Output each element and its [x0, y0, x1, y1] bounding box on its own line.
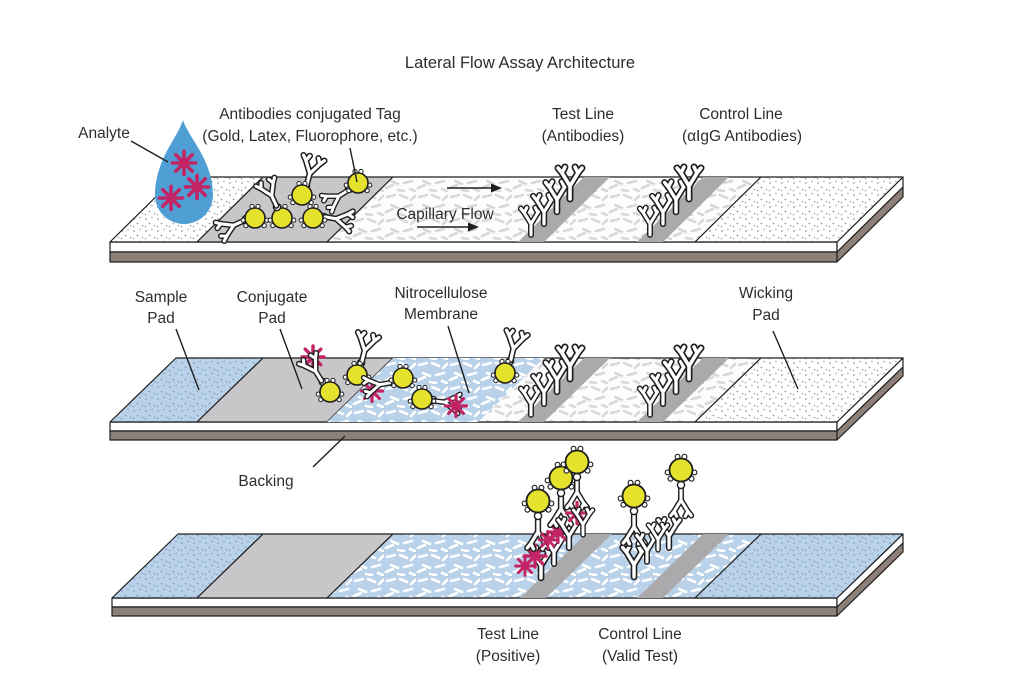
gold-particle-icon [663, 453, 699, 483]
bottom-strip: Test Line (Positive) Control Line (Valid… [111, 445, 904, 665]
control-line-label: Control Line [699, 106, 783, 123]
bottom-strip-wicking-pad [694, 533, 904, 599]
analyte-label: Analyte [78, 125, 130, 142]
capillary-flow-label: Capillary Flow [396, 206, 494, 223]
top-strip: Capillary Flow Analyte Antibodies conjug… [78, 106, 904, 263]
backing-label: Backing [238, 473, 293, 490]
bottom-strip-front-face [111, 597, 838, 608]
diagram-title: Lateral Flow Assay Architecture [405, 54, 635, 72]
top-strip-test-line-band [518, 177, 610, 242]
conjugate-pad-label: Pad [258, 310, 286, 327]
control-line-label: (αIgG Antibodies) [682, 128, 802, 145]
backing-leader-line [312, 435, 346, 468]
middle-strip: Sample Pad Conjugate Pad Nitrocellulose … [109, 285, 904, 490]
analyte-icon [537, 529, 559, 551]
control-line-valid-label: (Valid Test) [602, 648, 678, 665]
conjugate-tag-leader-line [349, 147, 358, 183]
analyte-icon [514, 555, 536, 577]
antibody-icon [500, 329, 528, 362]
bottom-strip-control-line-band [637, 534, 729, 598]
top-strip-front-face [109, 241, 838, 253]
top-strip-wicking-pad [694, 176, 904, 243]
test-line-positive-label: (Positive) [476, 648, 541, 665]
membrane-leader-line [447, 325, 470, 394]
sample-pad-leader-line [175, 328, 200, 391]
middle-strip-wicking-pad [694, 357, 904, 423]
wicking-pad-label: Pad [752, 307, 780, 324]
membrane-label: Nitrocellulose [394, 285, 487, 302]
middle-strip-front-face [109, 421, 838, 432]
bottom-strip-backing-side [836, 542, 904, 617]
middle-strip-wet-front [327, 358, 544, 422]
bottom-strip-backing-front [111, 606, 838, 617]
antibody-icon [671, 489, 691, 516]
conjugate-tag-label: (Gold, Latex, Fluorophore, etc.) [202, 128, 417, 145]
sample-pad-label: Pad [147, 310, 175, 327]
analyte-icon [183, 173, 211, 201]
wicking-pad-leader-line [772, 330, 799, 390]
analyte-leader-line [130, 140, 169, 163]
analyte-icon [170, 149, 198, 177]
conjugate-pad-label: Conjugate [237, 289, 308, 306]
middle-strip-control-line-band [637, 358, 729, 422]
gold-particle-icon [342, 168, 374, 195]
top-strip-backing-side [836, 186, 904, 263]
middle-strip-test-line-band [518, 358, 610, 422]
middle-strip-backing-side [836, 366, 904, 441]
test-line-label: Test Line [552, 106, 614, 123]
top-strip-backing-front [109, 251, 838, 263]
middle-strip-backing-front [109, 430, 838, 441]
bottom-strip-test-line-band [520, 534, 612, 598]
analyte-icon [443, 393, 469, 419]
gold-particle-icon [559, 445, 595, 475]
control-line-valid-label: Control Line [598, 626, 682, 643]
test-line-positive-label: Test Line [477, 626, 539, 643]
arrow-head-icon [468, 222, 479, 232]
test-line-label: (Antibodies) [542, 128, 625, 145]
sample-pad-label: Sample [135, 289, 188, 306]
top-strip-control-line-band [637, 177, 729, 242]
gold-particle-icon [616, 479, 652, 509]
membrane-label: Membrane [404, 306, 478, 323]
arrow-head-icon [491, 183, 502, 193]
conjugate-pad-leader-line [279, 328, 303, 390]
analyte-icon [157, 184, 185, 212]
wicking-pad-label: Wicking [739, 285, 793, 302]
conjugate-tag-label: Antibodies conjugated Tag [219, 106, 401, 123]
